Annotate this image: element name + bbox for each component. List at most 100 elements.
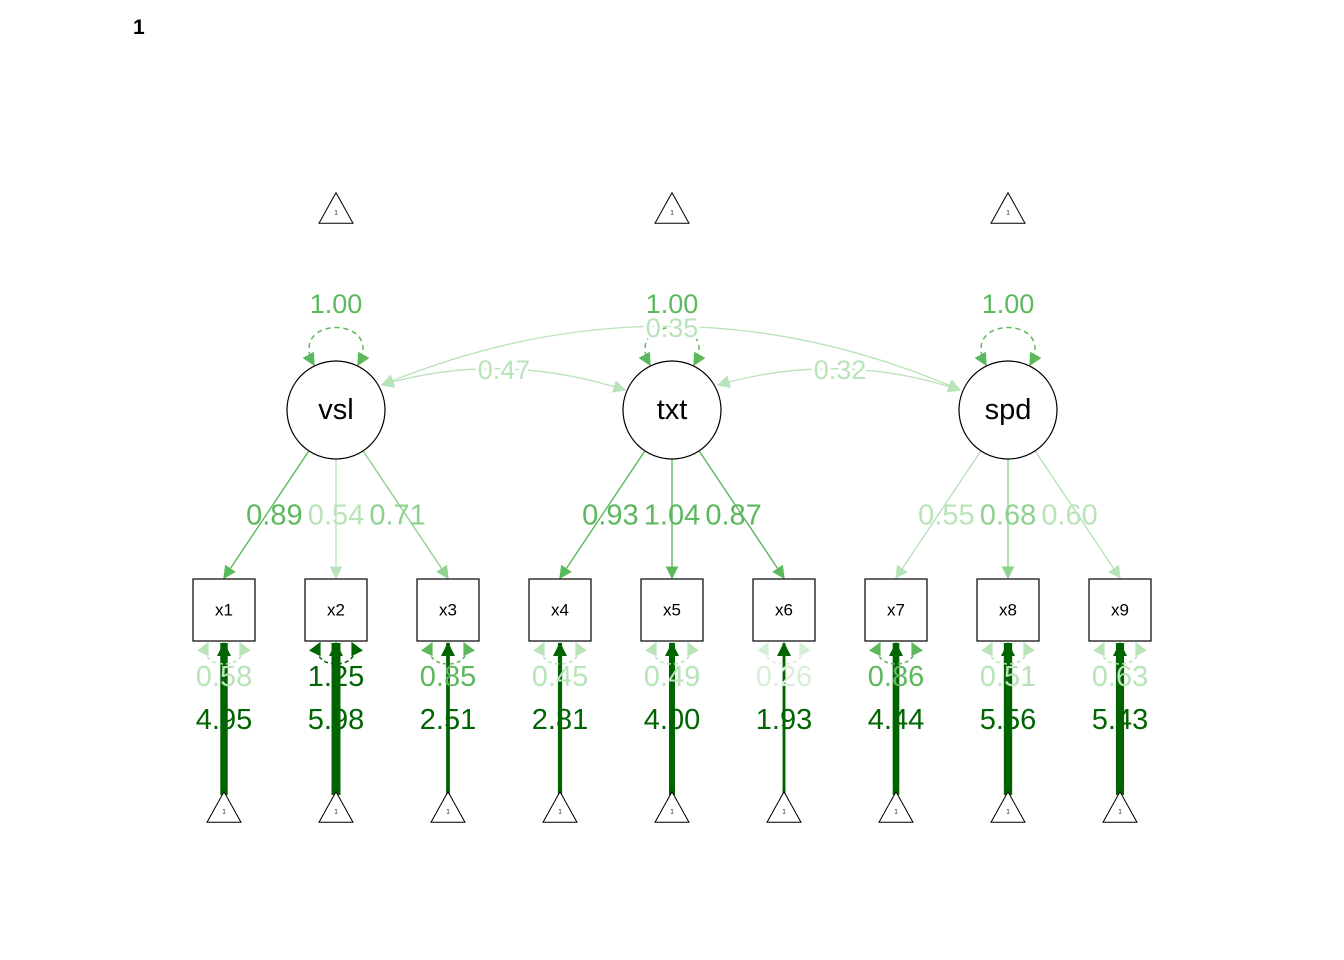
edges-layer (196, 325, 1148, 795)
latent-node-vsl: vsl (286, 360, 386, 460)
residual-loop-x6 (756, 641, 812, 665)
covariance-vsl-spd-arc (380, 325, 962, 392)
indicator-label: x7 (887, 601, 905, 620)
latent-label: vsl (318, 394, 353, 426)
loading-arrow-txt-x6 (698, 450, 785, 580)
indicator-label: x1 (215, 601, 233, 620)
intercept-one-label: 1 (670, 810, 674, 816)
variance-label-spd: 1.00 (982, 289, 1035, 319)
loading-label-x6: 0.87 (705, 499, 761, 531)
variance-label-txt: 1.00 (646, 289, 699, 319)
indicator-intercept-triangle-x9: 1 (1102, 790, 1138, 823)
indicator-intercept-triangle-x5: 1 (654, 790, 690, 823)
intercept-label-x1: 4.95 (196, 704, 252, 736)
intercept-one-label: 1 (222, 810, 226, 816)
latent-label: spd (985, 394, 1032, 426)
loading-arrow-txt-x4 (559, 450, 646, 580)
residual-loop-x7 (868, 641, 924, 665)
indicator-intercept-triangle-x8: 1 (990, 790, 1026, 823)
variance-loop-txt (638, 326, 706, 367)
latent-node-spd: spd (958, 360, 1058, 460)
intercept-one-label: 1 (446, 810, 450, 816)
latent-intercept-triangle-txt: 1 (654, 191, 690, 224)
variance-loop-vsl (302, 326, 370, 367)
residual-loop-x9 (1092, 641, 1148, 665)
loading-label-x9: 0.60 (1041, 499, 1097, 531)
intercept-label-x4: 2.81 (532, 704, 588, 736)
residual-label-x6: 0.26 (756, 661, 812, 693)
residual-loop-x4 (532, 641, 588, 665)
residual-label-x3: 0.85 (420, 661, 476, 693)
indicator-intercept-triangle-x3: 1 (430, 790, 466, 823)
latent-node-txt: txt (622, 360, 722, 460)
intercept-one-label: 1 (782, 810, 786, 816)
indicator-label: x5 (663, 601, 681, 620)
intercept-arrowhead-x8 (1001, 642, 1015, 656)
intercept-arrowhead-x2 (329, 642, 343, 656)
loading-arrow-spd-x9 (1034, 450, 1121, 580)
residual-label-x1: 0.58 (196, 661, 252, 693)
intercept-arrowhead-x6 (777, 642, 791, 656)
intercept-arrowhead-x4 (553, 642, 567, 656)
intercept-label-x2: 5.98 (308, 704, 364, 736)
residual-loop-x8 (980, 641, 1036, 665)
residual-label-x9: 0.63 (1092, 661, 1148, 693)
intercept-arrowhead-x3 (441, 642, 455, 656)
intercept-one-label: 1 (334, 211, 338, 217)
loading-label-x1: 0.89 (246, 499, 302, 531)
indicator-intercept-triangle-x4: 1 (542, 790, 578, 823)
loading-label-x3: 0.71 (369, 499, 425, 531)
indicator-label: x6 (775, 601, 793, 620)
indicator-box-x2: x2 (304, 578, 368, 642)
indicator-intercept-triangle-x2: 1 (318, 790, 354, 823)
indicator-box-x1: x1 (192, 578, 256, 642)
residual-loop-x2 (308, 641, 364, 665)
loading-arrow-vsl-x3 (362, 450, 449, 580)
intercept-arrowhead-x5 (665, 642, 679, 656)
intercept-one-label: 1 (1006, 810, 1010, 816)
intercept-arrowhead-x9 (1113, 642, 1127, 656)
intercept-one-label: 1 (558, 810, 562, 816)
intercept-one-label: 1 (1006, 211, 1010, 217)
intercept-arrowhead-x7 (889, 642, 903, 656)
indicator-box-x8: x8 (976, 578, 1040, 642)
latent-label: txt (657, 394, 688, 426)
indicator-label: x4 (551, 601, 569, 620)
residual-label-x7: 0.86 (868, 661, 924, 693)
indicator-box-x9: x9 (1088, 578, 1152, 642)
intercept-one-label: 1 (334, 810, 338, 816)
residual-loop-x1 (196, 641, 252, 665)
residual-loop-x5 (644, 641, 700, 665)
indicator-intercept-triangle-x6: 1 (766, 790, 802, 823)
residual-label-x5: 0.49 (644, 661, 700, 693)
loading-label-x4: 0.93 (582, 499, 638, 531)
indicator-box-x7: x7 (864, 578, 928, 642)
indicator-label: x9 (1111, 601, 1129, 620)
intercept-label-x3: 2.51 (420, 704, 476, 736)
intercept-one-label: 1 (670, 211, 674, 217)
indicator-box-x5: x5 (640, 578, 704, 642)
loading-label-x2: 0.54 (308, 499, 364, 531)
indicator-label: x3 (439, 601, 457, 620)
latent-intercept-triangle-spd: 1 (990, 191, 1026, 224)
indicator-intercept-triangle-x7: 1 (878, 790, 914, 823)
intercept-label-x9: 5.43 (1092, 704, 1148, 736)
indicator-box-x4: x4 (528, 578, 592, 642)
nodes-layer: 1 vsl 1 txt 1 spd 1 x1 1 x2 1 x3 1 x4 1 x5 1 x6 1 x7 1 x8 1 x9 (192, 191, 1152, 823)
intercept-label-x8: 5.56 (980, 704, 1036, 736)
loading-arrow-spd-x7 (895, 450, 982, 580)
covariance-vsl-spd-label: 0.35 (646, 313, 699, 343)
intercept-one-label: 1 (1118, 810, 1122, 816)
page-number: 1 (133, 16, 145, 39)
variance-label-vsl: 1.00 (310, 289, 363, 319)
indicator-label: x2 (327, 601, 345, 620)
covariance-txt-spd-label: 0.32 (814, 355, 867, 385)
covariance-vsl-txt-label: 0.47 (478, 355, 531, 385)
loading-arrow-vsl-x1 (223, 450, 310, 580)
indicator-label: x8 (999, 601, 1017, 620)
indicator-box-x3: x3 (416, 578, 480, 642)
intercept-arrowhead-x1 (217, 642, 231, 656)
intercept-one-label: 1 (894, 810, 898, 816)
